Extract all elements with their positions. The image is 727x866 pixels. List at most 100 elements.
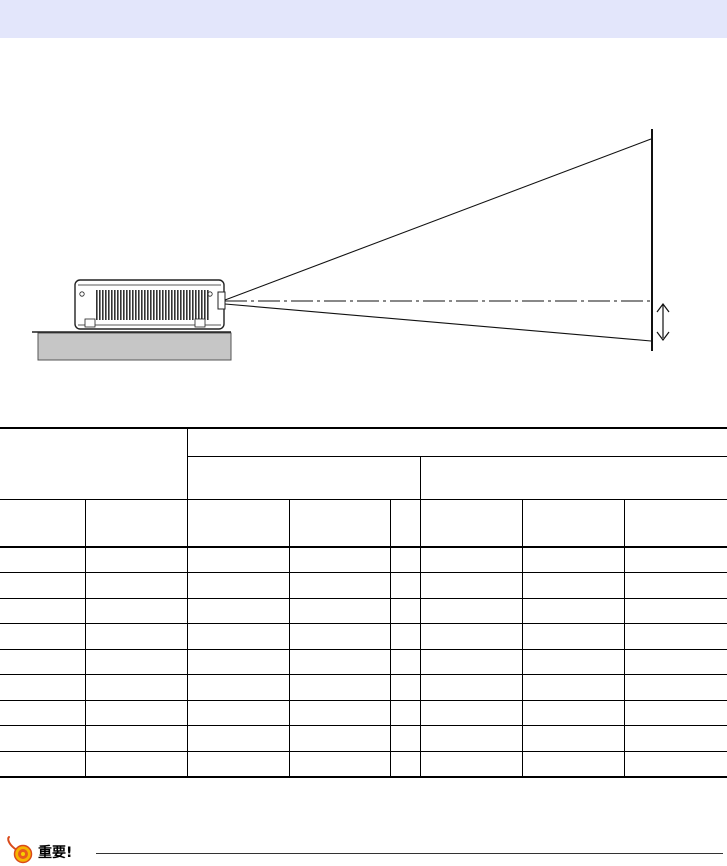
vent-slot [159,290,161,320]
vent-slot [198,290,200,320]
table-cell [623,572,727,599]
table-cell [186,674,290,701]
table-cell [419,648,523,676]
table-cell [389,750,421,778]
vent-slot [207,290,209,320]
table-cell [0,699,86,727]
table-cell [0,725,86,752]
vent-slot [195,290,197,320]
vent-slot [138,290,140,320]
vent-slot [153,290,155,320]
vent-slot [174,290,176,320]
important-divider [96,853,723,854]
table-cell [419,699,523,727]
table-cell [623,648,727,676]
column-header [84,499,188,549]
vent-slot [147,290,149,320]
vent-slot [156,290,158,320]
table-cell [389,597,421,625]
table-cell [521,674,625,701]
vent-slot [204,290,206,320]
column-header [288,499,391,549]
table-cell [623,674,727,701]
vent-slot [96,290,98,320]
vent-slot [111,290,113,320]
table-cell [389,572,421,599]
row-group-header [0,427,188,501]
sub-group-header-1 [186,456,421,501]
vent-slot [141,290,143,320]
table-cell [623,623,727,650]
vent-slot [186,290,188,320]
table-row [0,674,727,701]
column-group-header [186,427,727,458]
table-cell [84,725,188,752]
table-cell [0,597,86,625]
vent-slot [192,290,194,320]
vent-slot [177,290,179,320]
table-cell [288,648,391,676]
table-row [0,572,727,599]
table-cell [84,699,188,727]
table-cell [419,725,523,752]
important-notice: 重要! [5,834,723,864]
vent-slot [171,290,173,320]
table-cell [84,674,188,701]
table-cell [288,623,391,650]
table-cell [521,597,625,625]
table-cell [288,725,391,752]
vent-slot [129,290,131,320]
table-cell [419,674,523,701]
table-cell [288,546,391,574]
table-cell [84,750,188,778]
vent-slot [150,290,152,320]
vent-slot [135,290,137,320]
vent-slot [114,290,116,320]
vent-slot [132,290,134,320]
vent-slot [99,290,101,320]
table-cell [419,597,523,625]
up-down-arrow-icon [656,303,670,341]
important-pin-icon [7,836,33,864]
vent-slot [180,290,182,320]
table-cell [389,699,421,727]
floor-base [37,332,232,361]
table-cell [186,572,290,599]
table-cell [521,699,625,727]
table-cell [623,750,727,778]
table-cell [389,648,421,676]
table-cell [186,725,290,752]
column-header [0,499,86,549]
table-cell [0,546,86,574]
vent-slot [120,290,122,320]
table-cell [0,572,86,599]
table-cell [521,648,625,676]
table-row [0,750,727,778]
projection-ray-top [224,138,652,301]
vent-slot [189,290,191,320]
table-cell [84,623,188,650]
vent-slot [117,290,119,320]
vent-slot [102,290,104,320]
table-cell [0,623,86,650]
table-cell [84,572,188,599]
vent-slot [183,290,185,320]
table-row [0,648,727,676]
vent-slot [162,290,164,320]
vent-slot [165,290,167,320]
table-cell [288,699,391,727]
table-cell [288,572,391,599]
table-cell [186,546,290,574]
table-cell [623,597,727,625]
table-cell [521,623,625,650]
table-cell [521,572,625,599]
column-header [521,499,625,549]
table-cell [288,597,391,625]
vent-slot [126,290,128,320]
table-cell [521,750,625,778]
table-cell [419,623,523,650]
table-cell [623,725,727,752]
vent-slot [123,290,125,320]
table-cell [84,648,188,676]
table-cell [186,623,290,650]
